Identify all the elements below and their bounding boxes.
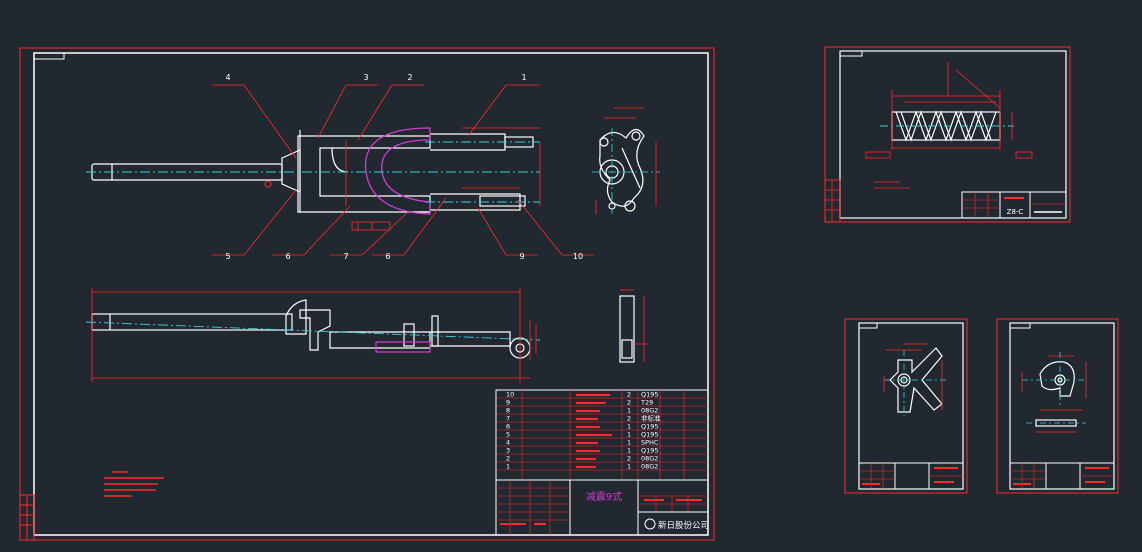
balloon-5: 5 <box>225 252 230 261</box>
bracket-sheet-outer-border <box>844 318 968 494</box>
bracket-centerlines <box>884 350 946 416</box>
spring-title-block: Z8-C <box>961 191 1067 219</box>
balloon-6-left: 6 <box>285 252 290 261</box>
bom-row-1-mat: 08G2 <box>641 463 658 471</box>
bom-row-5-qty: 1 <box>627 431 631 439</box>
bom-row-9-qty: 2 <box>627 399 631 407</box>
main-sheet-inner-border <box>33 52 709 536</box>
crown-top-view <box>599 128 645 212</box>
bracket-title-block <box>858 462 964 490</box>
bom-row-8-mat: 08G2 <box>641 407 658 415</box>
drawing-title: 减震9式 <box>586 490 622 503</box>
spring-sheet-side-strip <box>824 179 841 223</box>
company-name: 新日股份公司 <box>658 520 709 531</box>
bom-row-10-qty: 2 <box>627 391 631 399</box>
bom-row-1-qty: 1 <box>627 463 631 471</box>
title-block: 减震9式 新日股份公司 <box>495 479 709 536</box>
bom-row-2-qty: 2 <box>627 455 631 463</box>
main-sheet-corner-tab <box>34 53 65 60</box>
side-view-dimensions <box>91 288 537 382</box>
main-sheet-outer-border <box>19 47 715 541</box>
bom-row-4-no: 4 <box>506 439 510 447</box>
spring-sheet-inner-border <box>839 50 1067 219</box>
dropout-part-view <box>1035 361 1077 427</box>
dropout-title-block <box>1009 462 1115 490</box>
balloon-6-right: 6 <box>385 252 390 261</box>
bom-row-1-no: 1 <box>506 463 510 471</box>
dropout-detail-dimensions <box>620 289 648 362</box>
bom-row-8-qty: 1 <box>627 407 631 415</box>
front-view-centerlines <box>86 141 540 203</box>
main-sheet-side-strip <box>19 494 35 541</box>
front-view-dimensions <box>345 127 541 231</box>
company-logo <box>644 518 656 530</box>
dropout-part-dimensions <box>1021 355 1087 433</box>
balloon-numbers: 4 3 2 1 5 6 7 6 9 10 <box>225 73 583 261</box>
dropout-part-centerlines <box>1022 352 1086 424</box>
bom-row-10-mat: Q195 <box>641 391 659 399</box>
balloon-3: 3 <box>363 73 368 82</box>
bom-row-3-no: 3 <box>506 447 510 455</box>
crown-bolt <box>264 180 272 188</box>
bracket-sheet <box>844 318 968 494</box>
balloon-1: 1 <box>521 73 526 82</box>
bom-row-9-mat: T29 <box>640 399 653 407</box>
bill-of-materials: 10 9 8 7 6 5 4 3 2 1 2 2 1 2 1 1 1 1 2 1 <box>495 389 709 481</box>
spring-drawing-title: Z8-C <box>1007 208 1024 216</box>
balloon-9: 9 <box>519 252 524 261</box>
balloon-10: 10 <box>573 252 583 261</box>
bom-row-7-qty: 2 <box>627 415 631 423</box>
side-view-magenta-tube <box>375 341 431 353</box>
bom-row-6-mat: Q195 <box>641 423 659 431</box>
bom-row-10-no: 10 <box>506 391 514 399</box>
bom-row-6-qty: 1 <box>627 423 631 431</box>
bom-row-4-mat: SPHC <box>641 439 659 447</box>
bom-row-3-mat: Q195 <box>641 447 659 455</box>
bom-row-9-no: 9 <box>506 399 510 407</box>
dropout-sheet-outer-border <box>996 318 1119 494</box>
bom-row-2-no: 2 <box>506 455 510 463</box>
bom-row-4-qty: 1 <box>627 439 631 447</box>
spring-dimensions <box>865 62 1033 189</box>
balloon-leaders <box>212 84 594 256</box>
dropout-sheet-inner-border <box>1009 322 1115 490</box>
balloon-4: 4 <box>225 73 230 82</box>
bracket-dimensions <box>883 343 943 410</box>
brake-arch <box>364 127 431 215</box>
bom-row-8-no: 8 <box>506 407 510 415</box>
spring-sheet: Z8-C <box>824 46 1071 223</box>
bom-row-5-mat: Q195 <box>641 431 659 439</box>
bom-row-5-no: 5 <box>506 431 510 439</box>
bom-row-7-mat: 非标准 <box>641 414 661 423</box>
balloon-7: 7 <box>343 252 348 261</box>
bom-row-6-no: 6 <box>506 423 510 431</box>
spring-sheet-outer-border <box>824 46 1071 223</box>
dropout-sheet <box>996 318 1119 494</box>
bom-row-2-mat: 08G2 <box>641 455 658 463</box>
crown-top-view-centerlines <box>592 128 660 214</box>
bom-row-7-no: 7 <box>506 415 510 423</box>
side-view-centerline <box>85 321 541 341</box>
technical-notes <box>104 471 164 497</box>
bom-row-3-qty: 1 <box>627 447 631 455</box>
fork-side-view <box>91 299 531 359</box>
balloon-2: 2 <box>407 73 412 82</box>
crown-top-view-dimensions <box>595 107 657 214</box>
main-sheet: 4 3 2 1 5 6 7 6 9 10 <box>19 47 715 541</box>
dropout-detail-view <box>619 295 635 363</box>
